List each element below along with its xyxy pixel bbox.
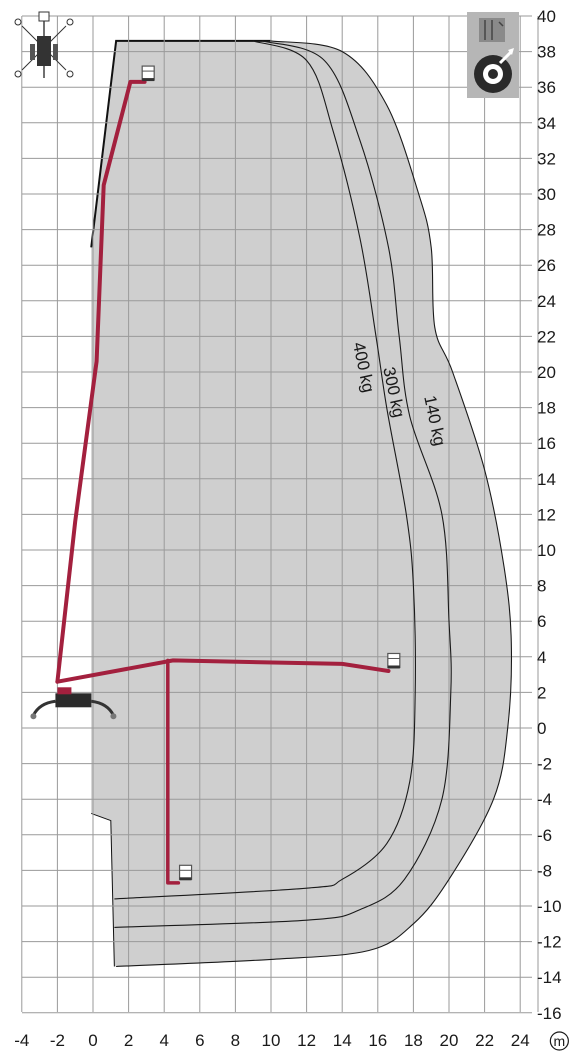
boom-section — [55, 79, 147, 684]
y-tick-label: -16 — [537, 1004, 562, 1023]
envelope-top-edge — [90, 39, 271, 248]
y-tick-label: 22 — [537, 327, 556, 346]
y-tick-label: -4 — [537, 790, 552, 809]
x-tick-label: 24 — [511, 1031, 530, 1050]
x-tick-label: 6 — [195, 1031, 204, 1050]
axis-tick-labels: 4038363432302826242220181614121086420-2-… — [14, 7, 569, 1051]
y-tick-label: 38 — [537, 43, 556, 62]
working-envelope-area — [90, 39, 512, 967]
x-unit-symbol: m — [554, 1033, 566, 1049]
grid — [21, 15, 539, 1014]
y-tick-label: 8 — [537, 577, 546, 596]
outrigger-icon — [14, 11, 74, 78]
x-tick-label: 16 — [368, 1031, 387, 1050]
y-tick-label: 14 — [537, 470, 556, 489]
x-tick-label: -2 — [50, 1031, 65, 1050]
y-tick-label: 30 — [537, 185, 556, 204]
y-tick-label: 10 — [537, 541, 556, 560]
y-tick-label: 26 — [537, 256, 556, 275]
x-tick-label: -4 — [14, 1031, 29, 1050]
machine-chassis — [30, 687, 117, 720]
x-tick-label: 18 — [404, 1031, 423, 1050]
y-tick-label: 0 — [537, 719, 546, 738]
y-tick-label: 34 — [537, 114, 556, 133]
y-tick-label: 6 — [537, 612, 546, 631]
boom-section — [166, 658, 181, 885]
platform-basket — [387, 652, 401, 669]
y-tick-label: 32 — [537, 149, 556, 168]
x-tick-label: 14 — [333, 1031, 352, 1050]
y-tick-label: 4 — [537, 648, 546, 667]
x-tick-label: 20 — [440, 1031, 459, 1050]
envelope-fill — [91, 40, 512, 967]
slew-rotation-icon — [467, 12, 519, 98]
platform-basket — [141, 65, 155, 82]
x-tick-label: 8 — [231, 1031, 240, 1050]
load-curves — [114, 40, 512, 968]
y-tick-label: 36 — [537, 78, 556, 97]
x-unit-mark: m — [549, 1031, 569, 1051]
x-tick-label: 2 — [124, 1031, 133, 1050]
y-tick-label: -14 — [537, 968, 562, 987]
y-tick-label: 24 — [537, 292, 556, 311]
y-tick-label: 2 — [537, 683, 546, 702]
x-tick-label: 22 — [475, 1031, 494, 1050]
y-tick-label: -10 — [537, 897, 562, 916]
y-tick-label: 16 — [537, 434, 556, 453]
y-tick-label: 20 — [537, 363, 556, 382]
y-tick-label: 12 — [537, 505, 556, 524]
envelope-bottom-edge — [91, 812, 115, 967]
load-curve-400kg — [114, 40, 416, 900]
platform-basket — [178, 864, 193, 881]
y-tick-label: 18 — [537, 399, 556, 418]
x-tick-label: 0 — [88, 1031, 97, 1050]
x-tick-label: 12 — [297, 1031, 316, 1050]
y-tick-label: 28 — [537, 221, 556, 240]
y-tick-label: -6 — [537, 826, 552, 845]
y-tick-label: -8 — [537, 861, 552, 880]
y-tick-label: 40 — [537, 7, 556, 26]
boom-positions — [30, 65, 401, 885]
y-tick-label: -2 — [537, 755, 552, 774]
boom-section — [55, 658, 391, 684]
x-tick-label: 4 — [159, 1031, 168, 1050]
load-curve-140kg — [116, 40, 512, 968]
x-tick-label: 10 — [262, 1031, 281, 1050]
load-curve-300kg — [114, 40, 452, 928]
y-tick-label: -12 — [537, 933, 562, 952]
